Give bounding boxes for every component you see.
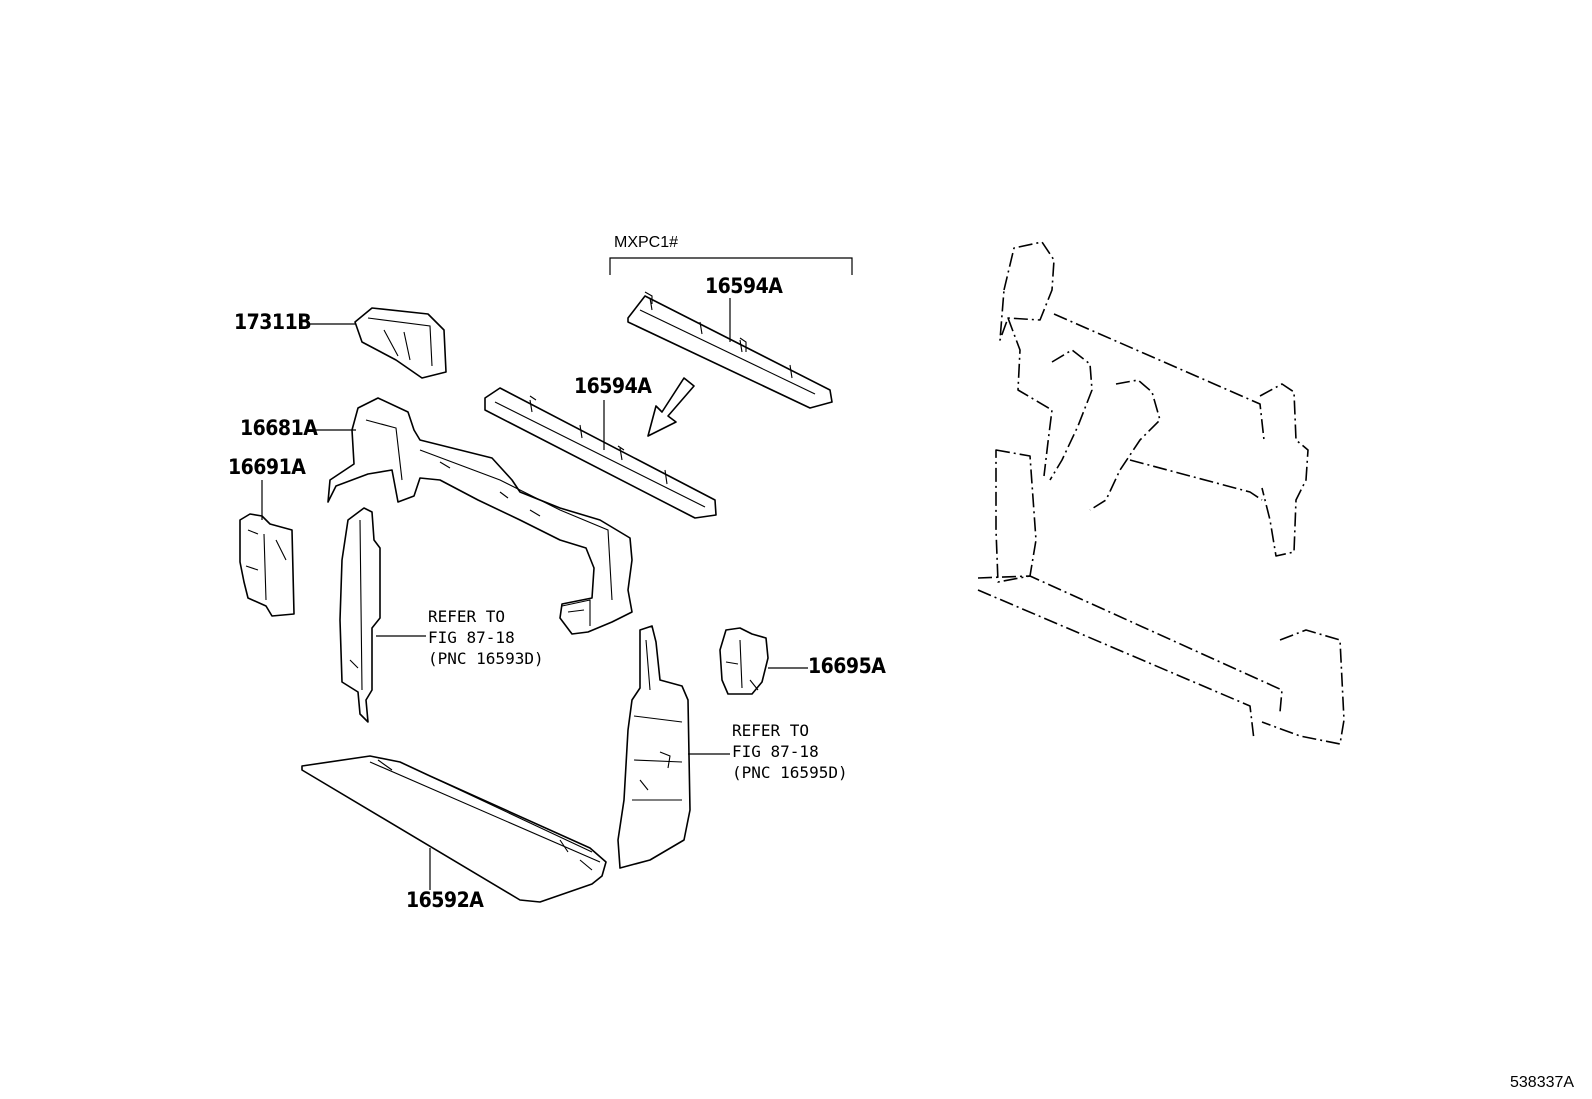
part-16594A-upper-shape <box>627 291 833 409</box>
part-16695A-shape <box>719 627 769 695</box>
callout-16592A[interactable]: 16592A <box>406 888 484 912</box>
callout-16691A[interactable]: 16691A <box>228 455 306 479</box>
part-17311B-shape <box>354 307 447 379</box>
refer-note-right-line2: FIG 87-18 <box>732 742 819 761</box>
refer-note-right-line1: REFER TO <box>732 721 810 740</box>
part-16681A-shape <box>327 397 633 635</box>
part-16593D-shape <box>339 507 381 723</box>
direction-arrow <box>647 377 695 437</box>
refer-note-left-line1: REFER TO <box>428 607 506 626</box>
diagram-id: 538337A <box>1510 1074 1575 1091</box>
callout-16594A-upper[interactable]: 16594A <box>705 274 783 298</box>
refer-note-left: REFER TO FIG 87-18 (PNC 16593D) <box>428 606 544 669</box>
callout-16681A[interactable]: 16681A <box>240 416 318 440</box>
radiator-support-ghost <box>977 241 1345 745</box>
part-16595D-shape <box>617 625 691 869</box>
callout-17311B[interactable]: 17311B <box>234 310 312 334</box>
variant-bracket <box>609 257 853 275</box>
refer-note-left-line3: (PNC 16593D) <box>428 649 544 668</box>
variant-label: MXPC1# <box>614 234 679 251</box>
part-16594A-lower-shape <box>484 387 717 519</box>
refer-note-left-line2: FIG 87-18 <box>428 628 515 647</box>
callout-16695A[interactable]: 16695A <box>808 654 886 678</box>
part-16592A-shape <box>301 755 607 903</box>
callout-16594A-lower[interactable]: 16594A <box>574 374 652 398</box>
part-16691A-shape <box>239 513 295 617</box>
refer-note-right: REFER TO FIG 87-18 (PNC 16595D) <box>732 720 848 783</box>
refer-note-right-line3: (PNC 16595D) <box>732 763 848 782</box>
